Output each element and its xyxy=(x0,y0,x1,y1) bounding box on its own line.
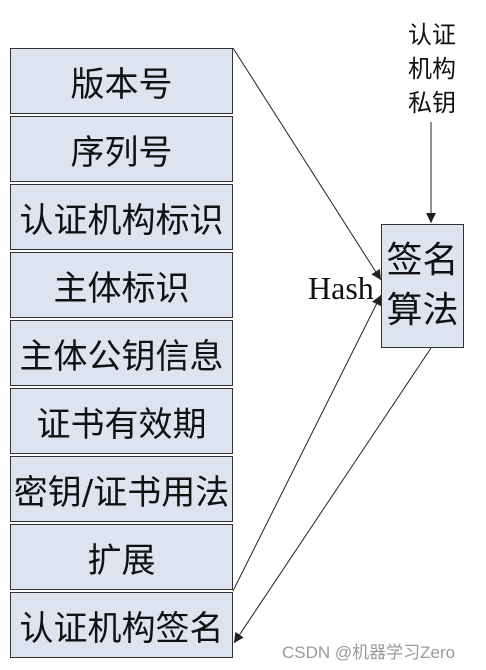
certificate-field: 认证机构签名 xyxy=(10,592,233,658)
certificate-field: 序列号 xyxy=(10,116,233,182)
certificate-field: 扩展 xyxy=(10,524,233,590)
ca-private-key-line3: 私钥 xyxy=(408,89,456,117)
arrow-fields-to-algorithm-bottom xyxy=(232,294,382,592)
certificate-field: 密钥/证书用法 xyxy=(10,456,233,522)
certificate-field: 证书有效期 xyxy=(10,388,233,454)
certificate-field: 主体公钥信息 xyxy=(10,320,233,386)
arrow-fields-to-algorithm-top xyxy=(232,47,382,281)
watermark: CSDN @机器学习Zero xyxy=(282,643,456,662)
certificate-field: 版本号 xyxy=(10,48,233,114)
ca-private-key-label: 认证 机构 私钥 xyxy=(407,18,457,120)
signature-algorithm-line1: 签名 xyxy=(386,240,459,281)
hash-label: Hash xyxy=(308,270,374,306)
signature-algorithm-box: 签名 算法 xyxy=(381,224,464,348)
ca-private-key-line1: 认证 xyxy=(408,21,456,49)
arrow-algorithm-to-signature xyxy=(233,347,432,644)
certificate-field: 认证机构标识 xyxy=(10,184,233,250)
certificate-field: 主体标识 xyxy=(10,252,233,318)
ca-private-key-line2: 机构 xyxy=(408,55,456,83)
signature-algorithm-line2: 算法 xyxy=(386,290,459,331)
